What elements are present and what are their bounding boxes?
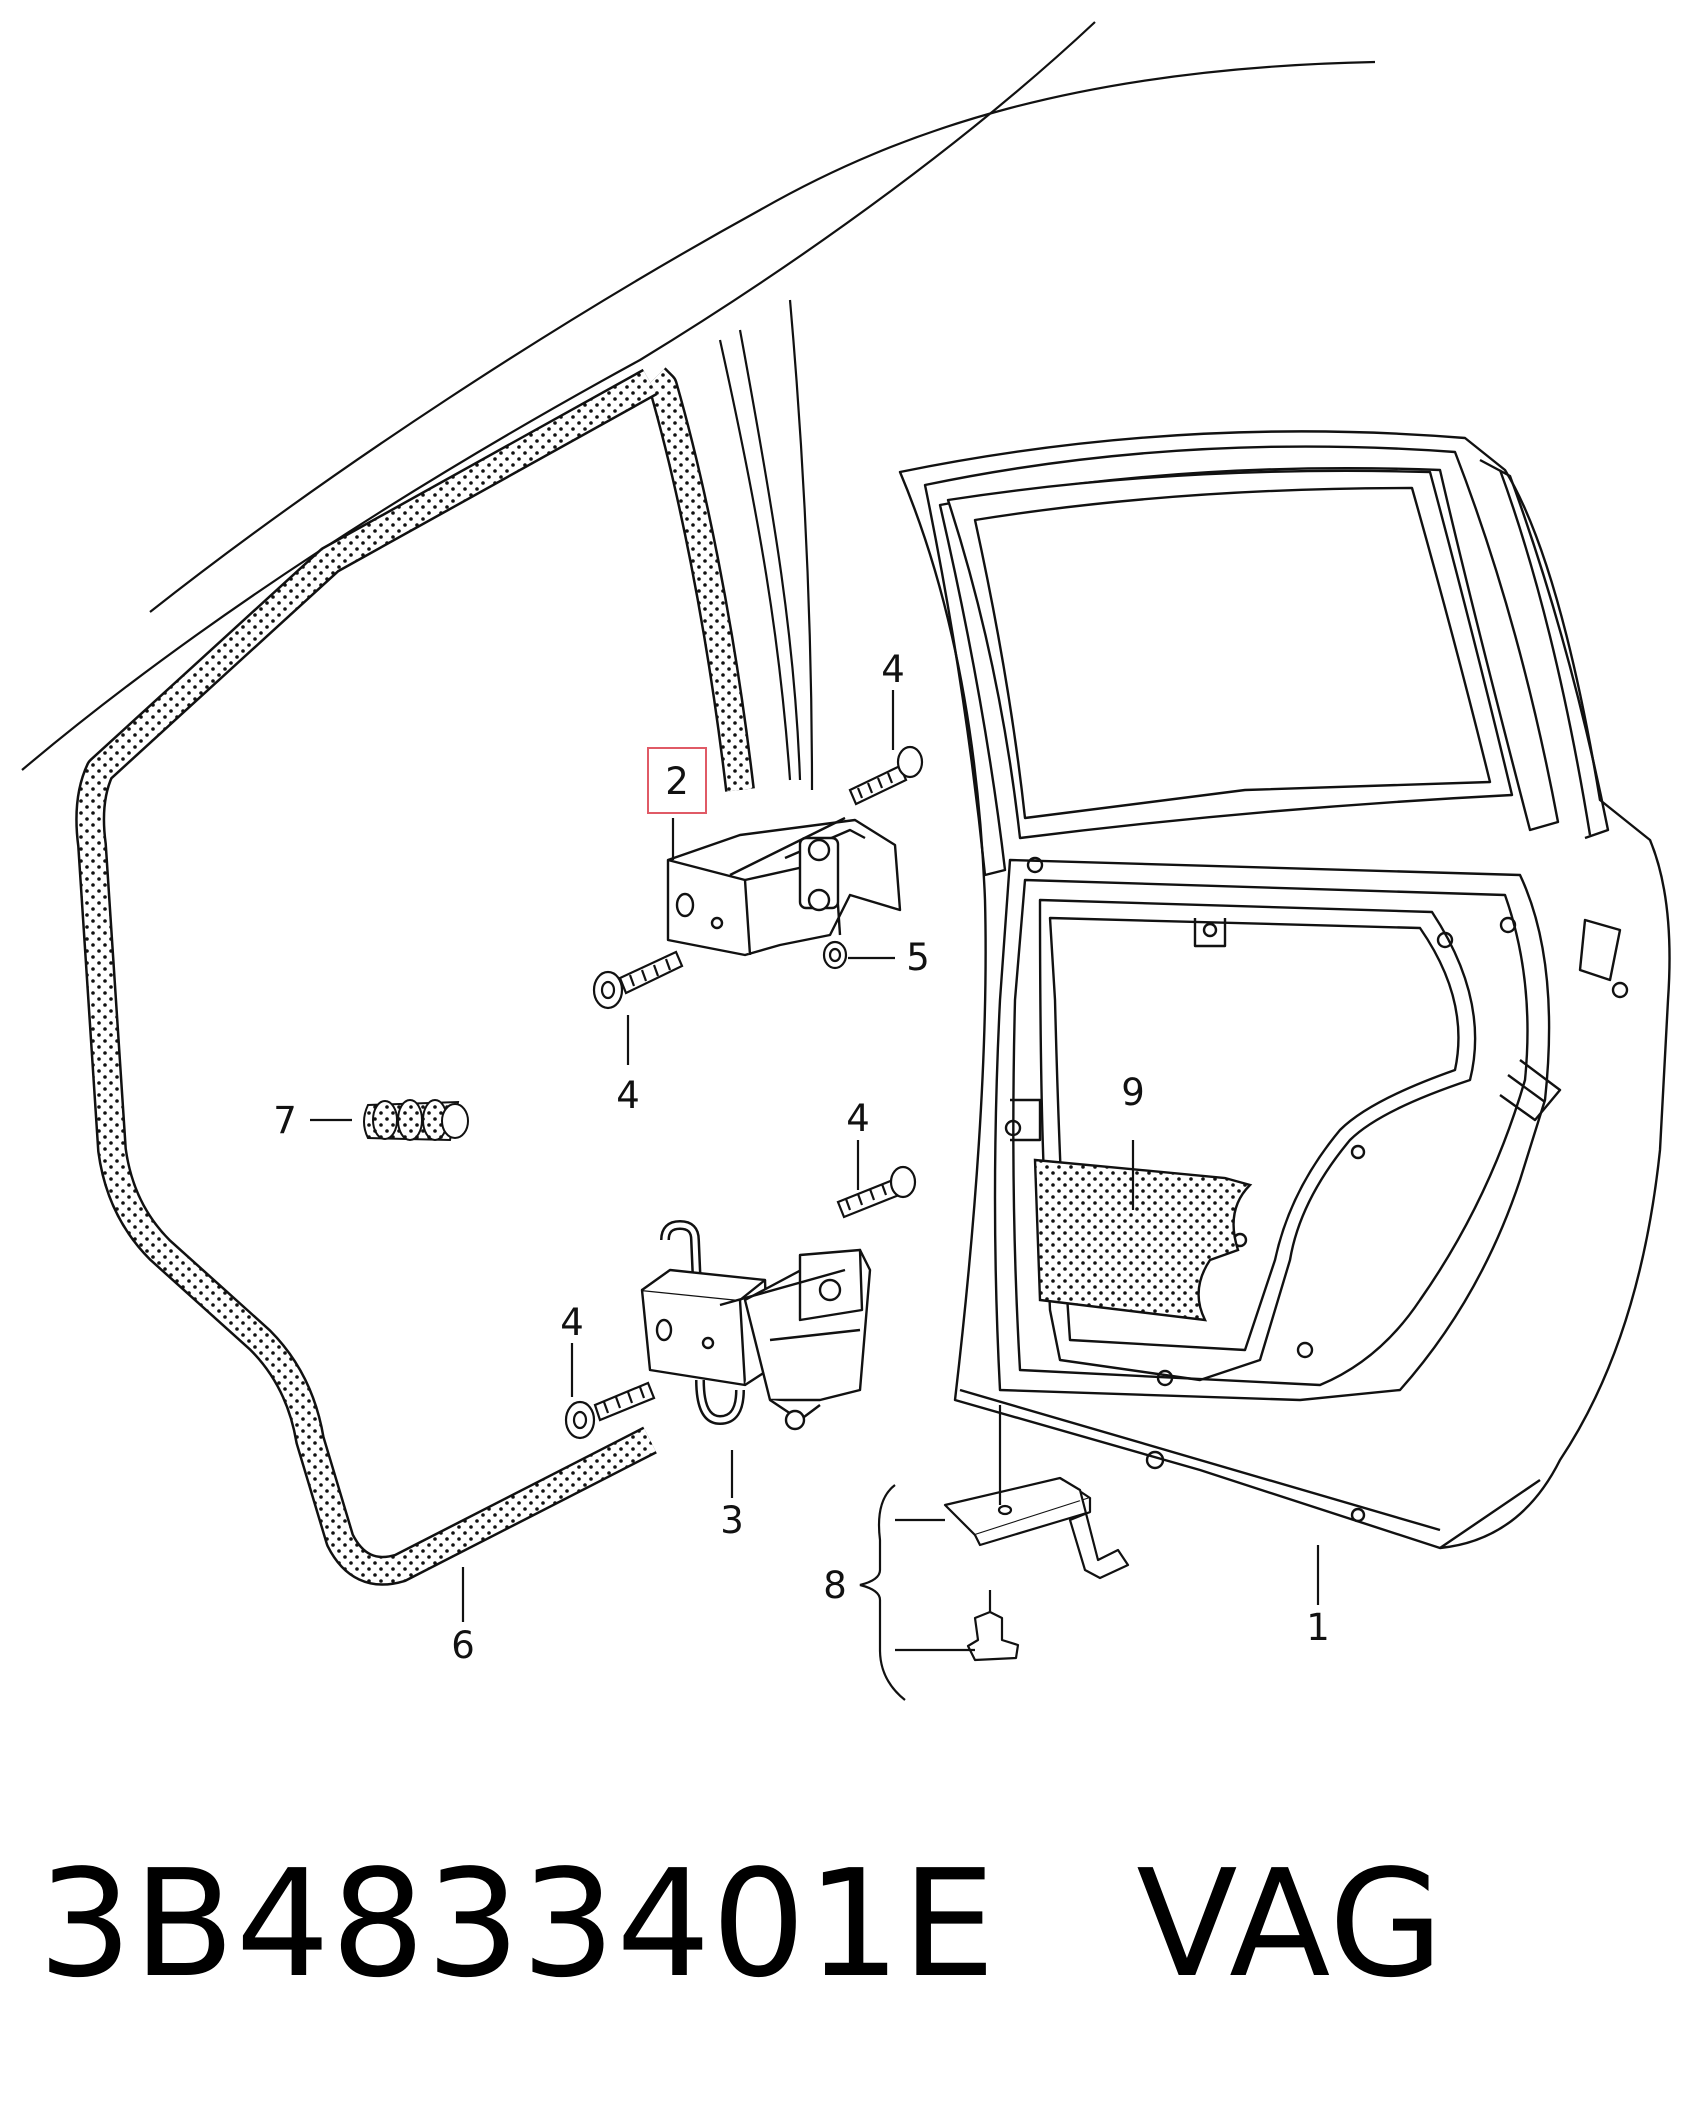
rear-door: [898, 430, 1671, 1550]
callout-5: 5: [906, 936, 930, 979]
door-seal: [75, 367, 755, 1586]
brand-name: VAG: [1136, 1838, 1445, 2010]
bolt-lower-right: [836, 1165, 917, 1219]
upper-hinge: [666, 816, 902, 957]
nut: [822, 940, 848, 970]
leader-lines: [310, 690, 1320, 1701]
part-number: 3B4833401E: [38, 1838, 997, 2010]
highlight-box: [647, 747, 707, 814]
car-body-outline: [21, 21, 1376, 791]
callout-numbers: 1 2 3 4 4 4 4 5 6 7 8 9: [273, 648, 1330, 1667]
callout-4d: 4: [560, 1301, 584, 1344]
callout-7: 7: [273, 1099, 297, 1142]
callout-4b: 4: [616, 1074, 640, 1117]
door-stop-bracket: [943, 1476, 1130, 1662]
clip-plug: [363, 1099, 469, 1142]
bolt-upper-left: [592, 950, 684, 1010]
callout-2: 2: [665, 760, 689, 803]
callout-8: 8: [823, 1564, 847, 1607]
callout-3: 3: [720, 1499, 744, 1542]
callout-6: 6: [451, 1624, 475, 1667]
callout-4a: 4: [881, 648, 905, 691]
insulation-pad: [1033, 1158, 1253, 1322]
lower-hinge: [640, 1220, 872, 1431]
callout-4c: 4: [846, 1097, 870, 1140]
bolt-lower-left: [564, 1381, 656, 1440]
bolt-upper-right: [848, 745, 924, 806]
callout-1: 1: [1306, 1606, 1330, 1649]
callout-9: 9: [1121, 1071, 1145, 1114]
bolts: [564, 745, 924, 1440]
